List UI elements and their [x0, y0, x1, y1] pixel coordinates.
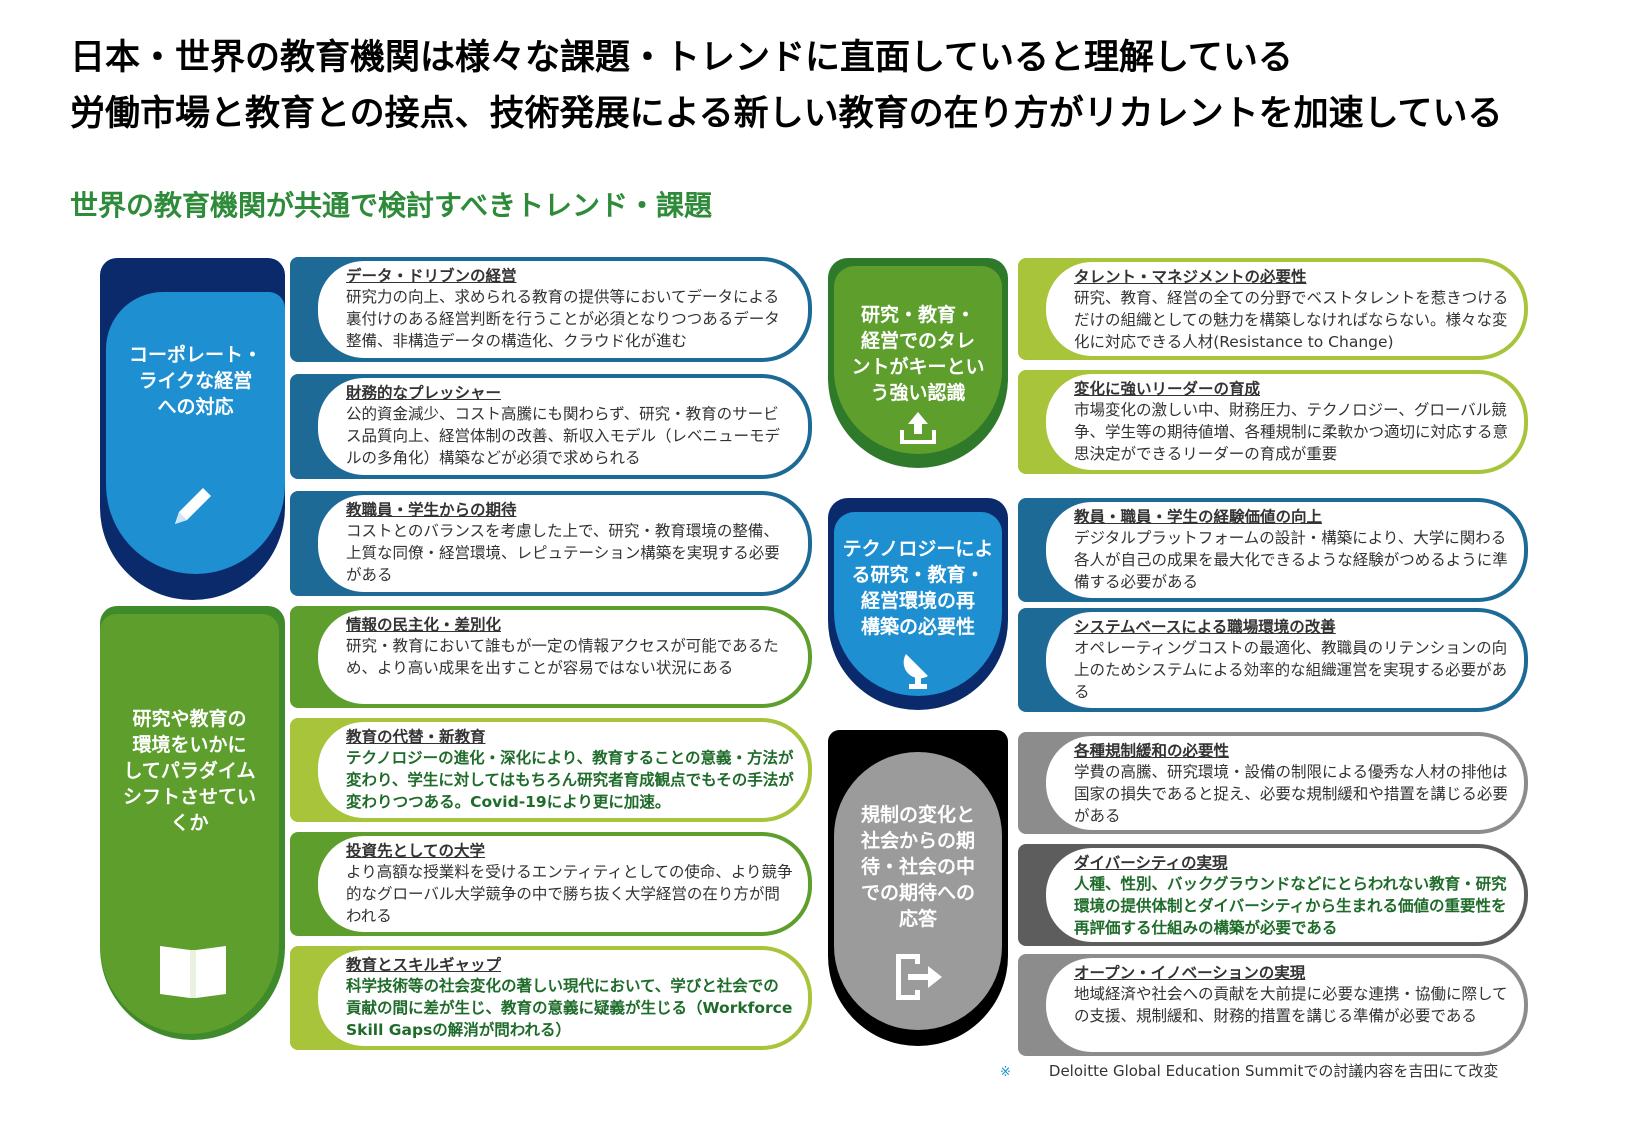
card-heading: システムベースによる職場環境の改善	[1074, 618, 1336, 636]
card-heading: オープン・イノベーションの実現	[1074, 964, 1306, 982]
satellite-dish-icon	[898, 648, 938, 696]
card-heading: 財務的なプレッシャー	[346, 384, 502, 402]
card-data-driven: データ・ドリブンの経営 研究力の向上、求められる教育の提供等においてデータによる…	[290, 257, 812, 362]
category-regulation: 規制の変化と 社会からの期 待・社会の中 での期待への 応答	[828, 730, 1008, 1046]
source-note: ※ Deloitte Global Education Summitでの討議内容を…	[1000, 1060, 1498, 1081]
page-title: 日本・世界の教育機関は様々な課題・トレンドに直面していると理解している 労働市場…	[70, 30, 1590, 142]
category-label: 規制の変化と 社会からの期 待・社会の中 での期待への 応答	[860, 804, 975, 930]
card-skill-gap: 教育とスキルギャップ 科学技術等の社会変化の著しい現代において、学びと社会での貢…	[290, 946, 812, 1050]
card-information-democratization: 情報の民主化・差別化 研究・教育において誰もが一定の情報アクセスが可能であるため…	[290, 606, 812, 708]
card-heading: 投資先としての大学	[346, 842, 486, 860]
section-subtitle: 世界の教育機関が共通で検討すべきトレンド・課題	[70, 189, 713, 222]
book-icon	[156, 940, 230, 1008]
card-body: 研究・教育において誰もが一定の情報アクセスが可能であるため、より高い成果を出すこ…	[346, 637, 779, 677]
card-investment: 投資先としての大学 より高額な授業料を受けるエンティティとしての使命、より競争的…	[290, 832, 812, 936]
title-line-1: 日本・世界の教育機関は様々な課題・トレンドに直面していると理解している	[70, 38, 1293, 78]
card-experience-value: 教員・職員・学生の経験価値の向上 デジタルプラットフォームの設計・構築により、大…	[1018, 498, 1528, 602]
card-heading: 教員・職員・学生の経験価値の向上	[1074, 508, 1323, 526]
card-body: 公的資金減少、コスト高騰にも関わらず、研究・教育のサービス品質向上、経営体制の改…	[346, 405, 781, 467]
category-label: テクノロジーによ る研究・教育・ 経営環境の再 構築の必要性	[842, 538, 994, 638]
category-label: 研究や教育の 環境をいかに してパラダイム シフトさせてい くか	[122, 708, 256, 834]
card-heading: 各種規制緩和の必要性	[1074, 742, 1230, 760]
card-heading: 情報の民主化・差別化	[346, 616, 502, 634]
card-body: コストとのバランスを考慮した上で、研究・教育環境の整備、上質な同僚・経営環境、レ…	[346, 522, 780, 584]
category-corporate: コーポレート・ ライクな経営 への対応	[100, 258, 285, 600]
category-talent: 研究・教育・ 経営でのタレ ントがキーとい う強い認識	[828, 258, 1008, 468]
title-line-2: 労働市場と教育との接点、技術発展による新しい教育の在り方がリカレントを加速してい…	[70, 94, 1503, 134]
card-heading: 変化に強いリーダーの育成	[1074, 380, 1261, 398]
card-deregulation: 各種規制緩和の必要性 学費の高騰、研究環境・設備の制限による優秀な人材の排他は国…	[1018, 732, 1528, 834]
card-body: オペレーティングコストの最適化、教職員のリテンションの向上のためシステムによる効…	[1074, 639, 1508, 701]
note-text: Deloitte Global Education Summitでの討議内容を吉…	[1048, 1062, 1499, 1080]
card-body: 研究力の向上、求められる教育の提供等においてデータによる裏付けのある経営判断を行…	[346, 288, 780, 350]
card-financial-pressure: 財務的なプレッシャー 公的資金減少、コスト高騰にも関わらず、研究・教育のサービス…	[290, 374, 812, 479]
pencil-icon	[165, 478, 221, 538]
card-new-education: 教育の代替・新教育 テクノロジーの進化・深化により、教育することの意義・方法が変…	[290, 718, 812, 822]
card-body: 研究、教育、経営の全ての分野でベストタレントを惹きつけるだけの組織としての魅力を…	[1074, 289, 1509, 351]
card-heading: 教職員・学生からの期待	[346, 501, 517, 519]
card-heading: タレント・マネジメントの必要性	[1074, 268, 1307, 286]
card-heading: データ・ドリブンの経営	[346, 267, 517, 285]
card-workplace-system: システムベースによる職場環境の改善 オペレーティングコストの最適化、教職員のリテ…	[1018, 608, 1528, 712]
exit-icon	[890, 950, 946, 1008]
card-heading: ダイバーシティの実現	[1074, 854, 1228, 872]
category-technology: テクノロジーによ る研究・教育・ 経営環境の再 構築の必要性	[828, 498, 1008, 710]
note-mark: ※	[1000, 1065, 1011, 1080]
card-body: 科学技術等の社会変化の著しい現代において、学びと社会での貢献の間に差が生じ、教育…	[346, 977, 793, 1039]
card-heading: 教育の代替・新教育	[346, 728, 486, 746]
card-open-innovation: オープン・イノベーションの実現 地域経済や社会への貢献を大前提に必要な連携・協働…	[1018, 954, 1528, 1056]
card-heading: 教育とスキルギャップ	[346, 956, 502, 974]
category-label: 研究・教育・ 経営でのタレ ントがキーとい う強い認識	[851, 304, 985, 404]
upload-tray-icon	[896, 408, 940, 452]
card-body: 市場変化の激しい中、財務圧力、テクノロジー、グローバル競争、学生等の期待値増、各…	[1074, 401, 1509, 463]
card-body: 地域経済や社会への貢献を大前提に必要な連携・協働に際しての支援、規制緩和、財務的…	[1074, 985, 1508, 1025]
card-body: デジタルプラットフォームの設計・構築により、大学に関わる各人が自己の成果を最大化…	[1074, 529, 1508, 591]
category-label: コーポレート・ ライクな経営 への対応	[128, 344, 262, 418]
card-leader-development: 変化に強いリーダーの育成 市場変化の激しい中、財務圧力、テクノロジー、グローバル…	[1018, 370, 1528, 474]
card-expectations: 教職員・学生からの期待 コストとのバランスを考慮した上で、研究・教育環境の整備、…	[290, 491, 812, 596]
card-body: より高額な授業料を受けるエンティティとしての使命、より競争的なグローバル大学競争…	[346, 863, 793, 925]
card-body: 学費の高騰、研究環境・設備の制限による優秀な人材の排他は国家の損失であると捉え、…	[1074, 763, 1508, 825]
card-body: 人種、性別、バックグラウンドなどにとらわれない教育・研究環境の提供体制とダイバー…	[1074, 875, 1507, 937]
card-body: テクノロジーの進化・深化により、教育することの意義・方法が変わり、学生に対しては…	[346, 749, 794, 811]
card-diversity: ダイバーシティの実現 人種、性別、バックグラウンドなどにとらわれない教育・研究環…	[1018, 844, 1528, 946]
category-paradigm-shift: 研究や教育の 環境をいかに してパラダイム シフトさせてい くか	[100, 606, 285, 1040]
card-talent-management: タレント・マネジメントの必要性 研究、教育、経営の全ての分野でベストタレントを惹…	[1018, 258, 1528, 360]
